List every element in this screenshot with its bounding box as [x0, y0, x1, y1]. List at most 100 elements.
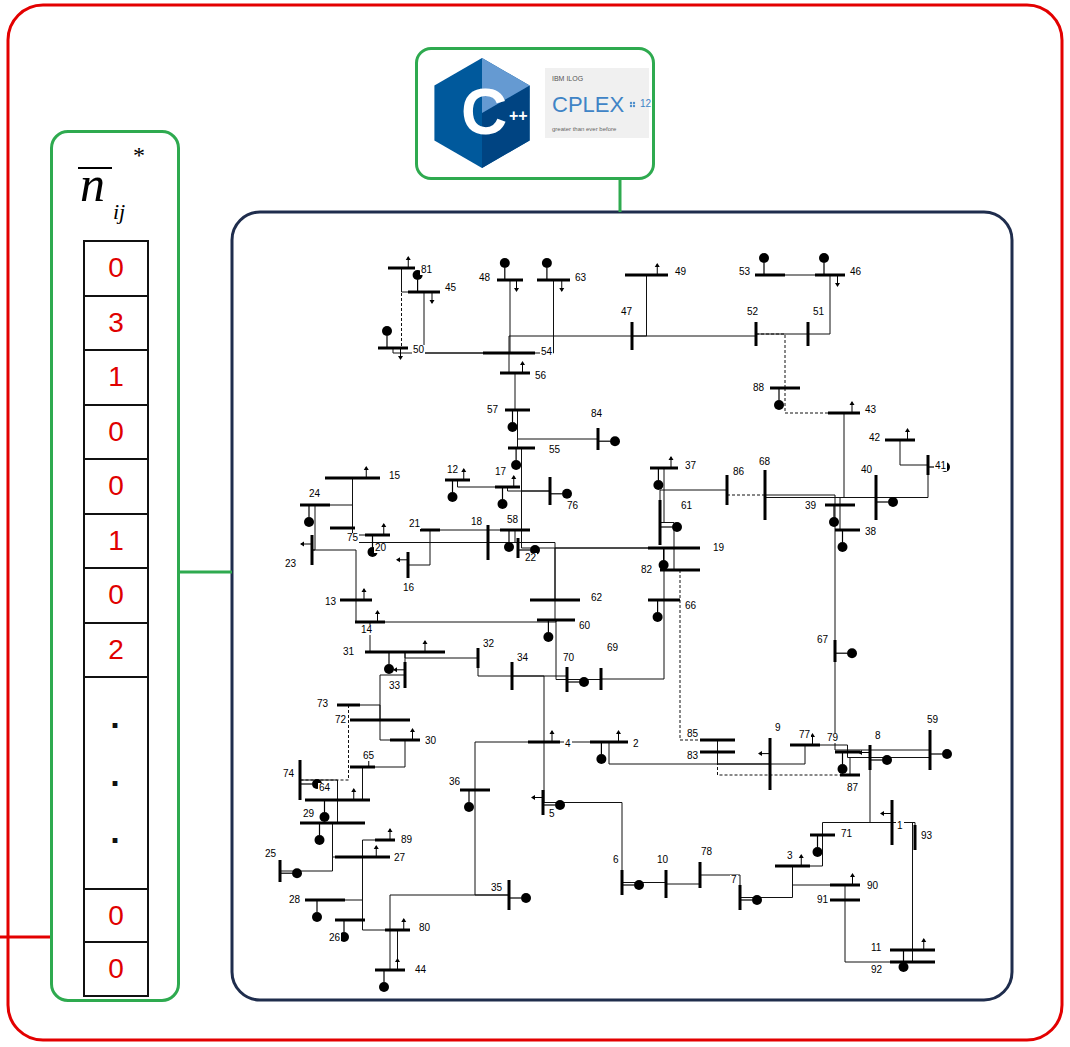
bus-number: 22	[524, 553, 537, 563]
bus-number: 51	[812, 307, 825, 317]
generator-symbol	[774, 388, 784, 410]
load-head	[375, 610, 380, 614]
load-arrow	[398, 348, 403, 360]
bus-number: 55	[548, 445, 561, 455]
ellipsis-dot: ·	[110, 715, 121, 735]
bus-bar	[764, 470, 767, 520]
generator-dot	[759, 253, 769, 263]
generator-dot	[304, 517, 314, 527]
bus-bar	[890, 949, 935, 952]
transmission-line	[509, 280, 554, 353]
bus-number: 92	[870, 965, 883, 975]
generator-symbol	[567, 677, 589, 687]
bus-number: 85	[686, 729, 699, 739]
load-arrow	[758, 751, 770, 756]
bus-bar	[483, 352, 535, 355]
bus-bar	[830, 899, 860, 902]
load-arrow	[364, 466, 369, 478]
bus-bar	[365, 534, 390, 537]
load-arrow	[374, 845, 379, 857]
generator-symbol	[930, 749, 952, 759]
bus-bar	[929, 730, 932, 770]
generator-stem	[903, 950, 904, 962]
bus-bar	[869, 745, 872, 770]
bus-number: 25	[264, 849, 277, 859]
bus-bar	[648, 599, 680, 602]
load-arrow	[388, 828, 393, 840]
bus-number: 1	[896, 821, 904, 831]
bus-number: 78	[700, 847, 713, 857]
symbol: n	[80, 159, 105, 209]
generator-dot	[882, 755, 892, 765]
bus-bar	[497, 279, 523, 282]
bus-number: 19	[712, 543, 725, 553]
bus-bar	[477, 648, 480, 668]
load-head	[410, 728, 415, 732]
transmission-line	[509, 336, 632, 353]
bus-number: 83	[686, 751, 699, 761]
generator-stem	[280, 873, 292, 874]
vector-cell: 3	[83, 295, 149, 352]
load-arrow	[393, 667, 405, 672]
logo-mark: ++	[509, 108, 528, 124]
cpp-hexagon	[434, 58, 529, 168]
generator-symbol	[829, 505, 839, 527]
bus-number: 66	[684, 601, 697, 611]
bus-bar	[755, 274, 785, 277]
generator-symbol	[899, 950, 909, 972]
generator-dot	[292, 868, 302, 878]
vector-panel: 03100102···00nij*	[50, 130, 180, 1002]
bus-number: 89	[400, 835, 413, 845]
generator-stem	[468, 790, 469, 802]
bus-bar	[445, 479, 470, 482]
load-head	[300, 542, 304, 547]
generator-dot	[829, 517, 839, 527]
cell-value: 0	[108, 955, 124, 983]
bus-bar	[408, 291, 440, 294]
ellipsis-dot: ·	[110, 773, 121, 793]
generator-symbol	[596, 742, 606, 764]
bus-number: 80	[418, 923, 431, 933]
bus-bar	[505, 409, 530, 412]
generator-stem	[658, 468, 659, 480]
generator-stem	[417, 280, 418, 292]
power-network	[280, 253, 952, 992]
transmission-line	[522, 448, 675, 548]
generator-symbol	[659, 548, 669, 570]
bus-number: 2	[632, 739, 640, 749]
load-arrow	[511, 475, 516, 487]
generator-dot	[579, 677, 589, 687]
load-arrow	[430, 292, 435, 304]
generator-stem	[876, 501, 888, 502]
transmission-line	[488, 530, 515, 543]
ellipsis-cell: ···	[83, 676, 149, 890]
generator-dot	[634, 880, 644, 890]
load-arrow	[850, 401, 855, 413]
load-head	[396, 557, 400, 562]
bus-number: 45	[444, 283, 457, 293]
generator-dot	[752, 895, 762, 905]
vector-cell: 0	[83, 240, 149, 297]
transmission-line	[380, 675, 405, 720]
generator-stem	[763, 263, 764, 275]
transmission-line	[475, 742, 544, 790]
load-head	[351, 788, 356, 792]
transmission-line	[660, 523, 674, 549]
bus-bar	[350, 766, 375, 769]
bus-bar	[890, 961, 935, 964]
transmission-line	[555, 548, 674, 600]
bus-number: 86	[732, 467, 745, 477]
bus-number: 69	[606, 643, 619, 653]
bus-number: 52	[746, 307, 759, 317]
vector-cell: 0	[83, 567, 149, 624]
bus-number: 39	[804, 501, 817, 511]
transmission-line	[512, 676, 567, 680]
bus-number: 26	[328, 933, 341, 943]
transmission-line	[300, 780, 338, 800]
generator-stem	[663, 548, 664, 560]
generators	[280, 253, 952, 992]
generator-stem	[319, 823, 320, 835]
generator-symbol	[543, 620, 553, 642]
transmission-line	[870, 750, 930, 758]
